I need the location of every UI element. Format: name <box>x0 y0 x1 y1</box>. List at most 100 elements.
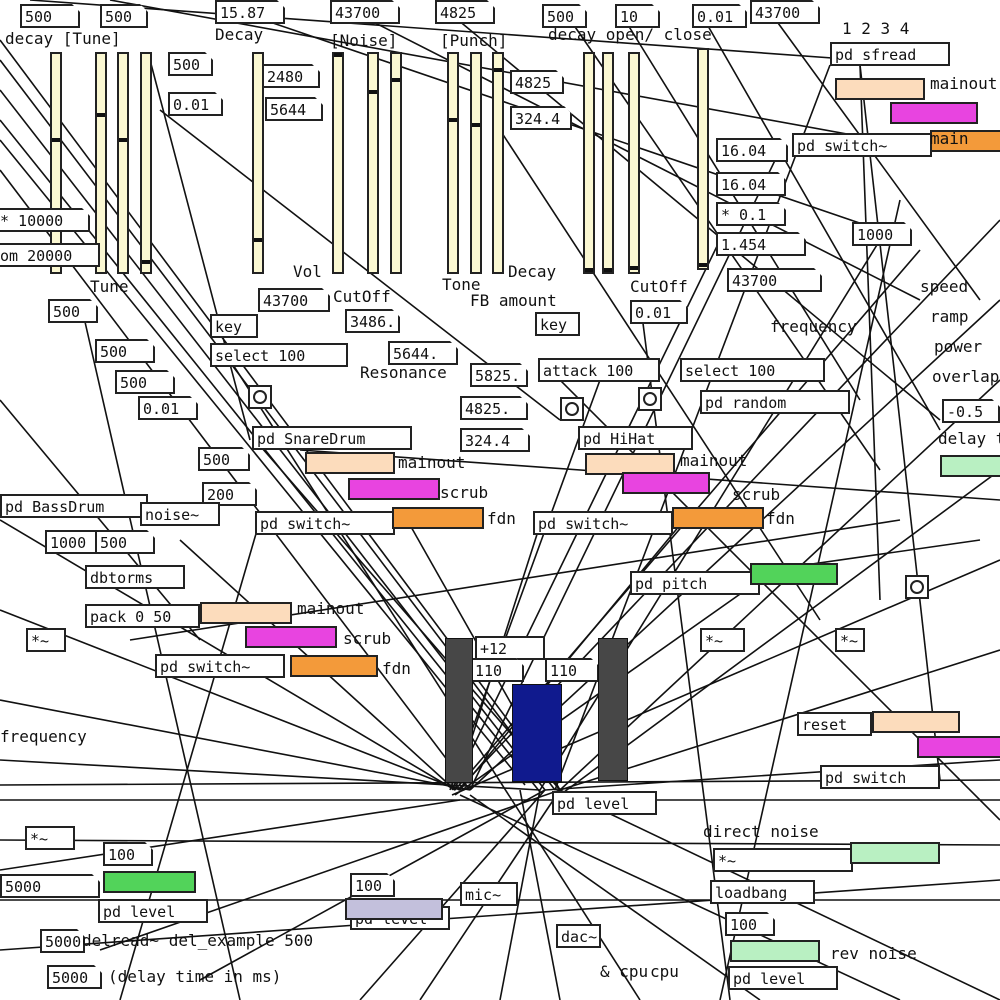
array-graph[interactable] <box>750 563 838 585</box>
vslider[interactable] <box>140 52 152 274</box>
number-box[interactable]: 324.4 <box>510 106 572 130</box>
object-box[interactable]: dbtorms <box>85 565 185 589</box>
number-box[interactable]: 4825 <box>435 0 495 24</box>
number-box[interactable]: 324.4 <box>460 428 530 452</box>
vslider[interactable] <box>602 52 614 274</box>
object-box[interactable]: *~ <box>713 848 853 872</box>
object-box[interactable]: pd switch~ <box>155 654 285 678</box>
vslider[interactable] <box>470 52 482 274</box>
array-graph[interactable] <box>672 507 764 529</box>
array-graph[interactable] <box>917 736 1000 758</box>
object-box[interactable]: key <box>210 314 258 338</box>
number-box[interactable]: 15.87 <box>215 0 285 24</box>
object-box[interactable]: pack 0 50 <box>85 604 200 628</box>
slider-handle[interactable] <box>254 238 262 242</box>
array-graph[interactable] <box>392 507 484 529</box>
array-graph[interactable] <box>890 102 978 124</box>
array-graph[interactable] <box>850 842 940 864</box>
slider-handle[interactable] <box>604 268 612 272</box>
array-graph[interactable] <box>245 626 337 648</box>
object-box[interactable]: pd BassDrum <box>0 494 148 518</box>
object-box[interactable]: pd random <box>700 390 850 414</box>
number-box[interactable]: * 10000 <box>0 208 90 232</box>
number-box[interactable]: 5825. <box>470 363 528 387</box>
array-graph[interactable] <box>730 940 820 962</box>
slider-handle[interactable] <box>369 90 377 94</box>
object-box[interactable]: om 20000 <box>0 243 100 267</box>
number-box[interactable]: 43700 <box>750 0 820 24</box>
object-box[interactable]: dac~ <box>556 924 601 948</box>
number-box[interactable]: 5000 <box>47 965 102 989</box>
number-box[interactable]: 16.04 <box>716 172 786 196</box>
number-box[interactable]: 110 <box>470 658 524 682</box>
number-box[interactable]: 4825 <box>510 70 564 94</box>
object-box[interactable]: pd pitch <box>630 571 760 595</box>
number-box[interactable]: 43700 <box>258 288 330 312</box>
number-box[interactable]: 100 <box>725 912 775 936</box>
slider-handle[interactable] <box>699 263 707 267</box>
array-graph[interactable] <box>200 602 292 624</box>
array-graph[interactable] <box>348 478 440 500</box>
number-box[interactable]: 500 <box>198 447 250 471</box>
array-graph[interactable] <box>940 455 1000 477</box>
slider-handle[interactable] <box>449 118 457 122</box>
number-box[interactable]: 500 <box>95 530 155 554</box>
number-box[interactable]: * 0.1 <box>716 202 786 226</box>
number-box[interactable]: 3486. <box>345 309 400 333</box>
array-graph[interactable] <box>872 711 960 733</box>
vslider[interactable] <box>583 52 595 274</box>
bang-button[interactable] <box>248 385 272 409</box>
object-box[interactable]: loadbang <box>710 880 815 904</box>
number-box[interactable]: 500 <box>20 4 80 28</box>
bang-button[interactable] <box>560 397 584 421</box>
array-graph[interactable] <box>305 452 395 474</box>
object-box[interactable]: noise~ <box>140 502 220 526</box>
number-box[interactable]: -0.5 <box>942 399 1000 423</box>
slider-handle[interactable] <box>494 68 502 72</box>
number-box[interactable]: 5000 <box>40 929 85 953</box>
vslider[interactable] <box>697 48 709 270</box>
array-graph[interactable] <box>622 472 710 494</box>
number-box[interactable]: 1.454 <box>716 232 806 256</box>
object-box[interactable]: *~ <box>835 628 865 652</box>
vslider[interactable] <box>447 52 459 274</box>
object-box[interactable]: pd switch~ <box>255 511 395 535</box>
number-box[interactable]: 0.01 <box>168 92 223 116</box>
vslider[interactable] <box>390 52 402 274</box>
vslider[interactable] <box>117 52 129 274</box>
number-box[interactable]: 1000 <box>852 222 912 246</box>
object-box[interactable]: *~ <box>700 628 745 652</box>
number-box[interactable]: 100 <box>103 842 153 866</box>
object-box[interactable]: pd level <box>98 899 208 923</box>
object-box[interactable]: pd sfread <box>830 42 950 66</box>
vslider[interactable] <box>332 52 344 274</box>
number-box[interactable]: 0.01 <box>630 300 688 324</box>
object-box[interactable]: pd SnareDrum <box>252 426 412 450</box>
vslider[interactable] <box>95 52 107 274</box>
object-box[interactable]: pd switch <box>820 765 940 789</box>
number-box[interactable]: 110 <box>545 658 599 682</box>
object-box[interactable]: +12 <box>475 636 545 660</box>
object-box[interactable]: pd level <box>552 791 657 815</box>
number-box[interactable]: 5644. <box>388 341 458 365</box>
slider-handle[interactable] <box>585 268 593 272</box>
object-box[interactable]: select 100 <box>210 343 348 367</box>
object-box[interactable]: *~ <box>25 826 75 850</box>
object-box[interactable]: reset <box>797 712 872 736</box>
object-box[interactable]: select 100 <box>680 358 825 382</box>
vslider[interactable] <box>367 52 379 274</box>
slider-handle[interactable] <box>392 78 400 82</box>
object-box[interactable]: pd switch~ <box>792 133 932 157</box>
number-box[interactable]: 500 <box>100 4 148 28</box>
number-box[interactable]: 5644 <box>265 97 323 121</box>
slider-handle[interactable] <box>334 53 342 57</box>
number-box[interactable]: 43700 <box>330 0 400 24</box>
slider-handle[interactable] <box>52 138 60 142</box>
number-box[interactable]: 43700 <box>727 268 822 292</box>
number-box[interactable]: 4825. <box>460 396 528 420</box>
number-box[interactable]: 500 <box>95 339 155 363</box>
number-box[interactable]: 16.04 <box>716 138 788 162</box>
array-graph[interactable] <box>345 898 443 920</box>
number-box[interactable]: 500 <box>48 299 98 323</box>
number-box[interactable]: 100 <box>350 873 395 897</box>
